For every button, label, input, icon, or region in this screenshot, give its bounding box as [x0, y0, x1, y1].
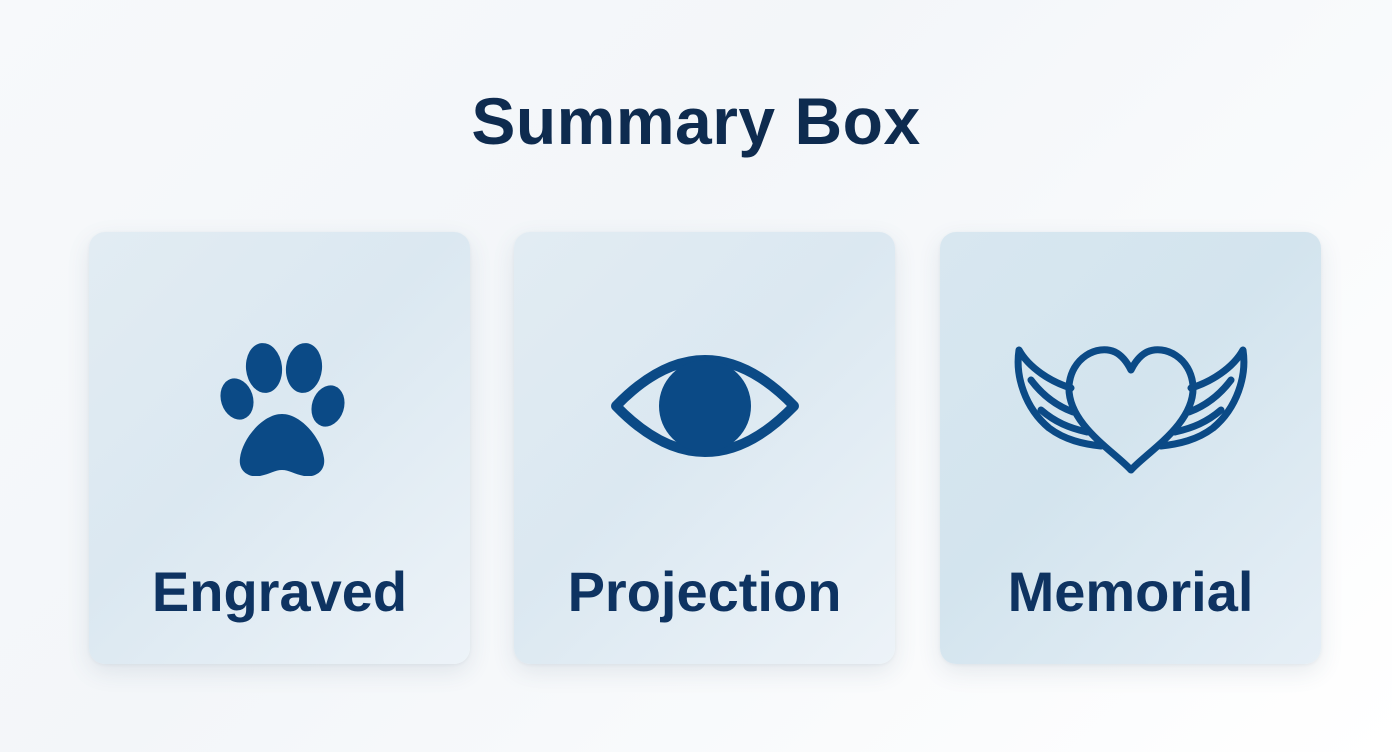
winged-heart-icon: [1011, 336, 1251, 476]
card-label: Memorial: [1007, 560, 1254, 623]
card-label: Engraved: [151, 560, 408, 623]
card-engraved[interactable]: Engraved: [89, 232, 470, 664]
paw-print-icon: [200, 336, 360, 476]
page-title: Summary Box: [471, 84, 921, 158]
card-label: Projection: [567, 560, 842, 623]
eye-icon: [610, 336, 800, 476]
card-memorial[interactable]: Memorial: [940, 232, 1321, 664]
card-projection[interactable]: Projection: [514, 232, 895, 664]
